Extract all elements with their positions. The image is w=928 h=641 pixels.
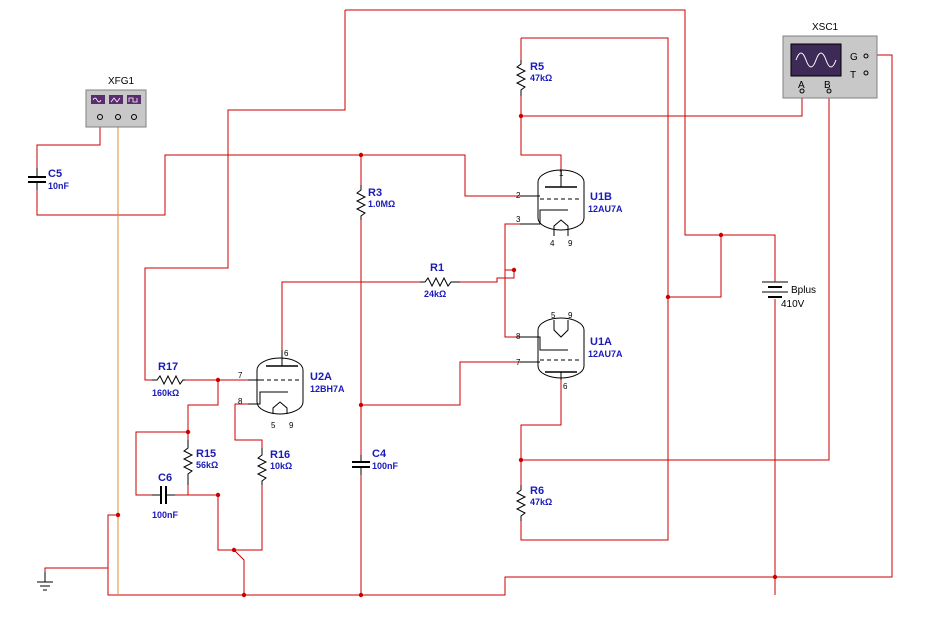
scope-terminal-a: A (798, 80, 805, 91)
u1a-pin-6: 6 (563, 382, 568, 391)
wire-u1a-cathode (520, 380, 562, 485)
junction-dots (115, 113, 778, 598)
bplus-ref: Bplus (791, 285, 816, 296)
battery-bplus[interactable]: Bplus 410V (762, 275, 816, 310)
c4-value: 100nF (372, 461, 399, 471)
wire-r1-right (460, 270, 515, 283)
resistor-r5[interactable]: R5 47kΩ (515, 60, 552, 96)
wire-net (36, 9, 893, 596)
wire-u1a-plate (504, 269, 520, 338)
capacitor-c5[interactable]: C5 10nF (28, 168, 70, 191)
c5-value: 10nF (48, 181, 70, 191)
c4-ref: C4 (372, 448, 387, 460)
c6-ref: C6 (158, 472, 172, 484)
r3-value: 1.0MΩ (368, 199, 395, 209)
r15-value: 56kΩ (196, 460, 218, 470)
u1a-pin-7: 7 (516, 358, 521, 367)
wire-grid-r15 (187, 380, 219, 440)
u1a-ref: U1A (590, 336, 612, 348)
resistor-r3[interactable]: R3 1.0MΩ (355, 185, 395, 220)
r1-value: 24kΩ (424, 289, 446, 299)
sine-wave-button-icon (91, 95, 105, 104)
wire-scope-a (521, 90, 803, 117)
square-wave-button-icon (127, 95, 141, 104)
u1a-pin-5: 5 (551, 311, 556, 320)
wire-r16-bottom (217, 485, 263, 551)
u2a-pin-5: 5 (271, 421, 276, 430)
r6-value: 47kΩ (530, 497, 552, 507)
r5-ref: R5 (530, 61, 544, 73)
u1b-pin-2: 2 (516, 191, 521, 200)
wire-u1b-cathode (504, 223, 520, 271)
r6-ref: R6 (530, 485, 544, 497)
r16-ref: R16 (270, 449, 290, 461)
u2a-pin-7: 7 (238, 371, 243, 380)
u2a-value: 12BH7A (310, 384, 345, 394)
wire-scope-b (521, 90, 830, 461)
capacitor-c6[interactable]: C6 100nF (152, 472, 179, 520)
u1b-pin-3: 3 (516, 215, 521, 224)
xsc1-label: XSC1 (812, 22, 839, 33)
wire-ground-rail (107, 54, 893, 596)
function-generator-xfg1[interactable]: XFG1 (85, 76, 147, 128)
u2a-pin-8: 8 (238, 397, 243, 406)
tube-u2a[interactable]: 6 7 8 5 9 U2A 12BH7A (238, 349, 345, 430)
u2a-ref: U2A (310, 371, 332, 383)
u1a-pin-9: 9 (568, 311, 573, 320)
bplus-value: 410V (781, 299, 805, 310)
r15-ref: R15 (196, 448, 216, 460)
wire-u1a-grid (361, 361, 520, 406)
r16-value: 10kΩ (270, 461, 292, 471)
wire-feedback-r17 (144, 10, 346, 381)
resistor-r17[interactable]: R17 160kΩ (152, 361, 185, 398)
wire-xfg-c5 (36, 125, 101, 168)
r17-ref: R17 (158, 361, 178, 373)
scope-terminal-t: T (850, 70, 856, 81)
resistor-r16[interactable]: R16 10kΩ (256, 448, 292, 485)
u2a-pin-6: 6 (284, 349, 289, 358)
u1a-pin-8: 8 (516, 332, 521, 341)
wire-u1b-plate (520, 96, 562, 170)
r1-ref: R1 (430, 262, 444, 274)
r5-value: 47kΩ (530, 73, 552, 83)
u1b-pin-9: 9 (568, 239, 573, 248)
wire-r1-u2a-plate (281, 281, 420, 350)
c6-value: 100nF (152, 510, 179, 520)
r3-ref: R3 (368, 187, 382, 199)
u1b-ref: U1B (590, 191, 612, 203)
scope-terminal-g: G (850, 52, 858, 63)
r17-value: 160kΩ (152, 388, 179, 398)
tube-u1b[interactable]: 1 2 3 4 9 U1B 12AU7A (516, 169, 623, 248)
u1a-value: 12AU7A (588, 349, 623, 359)
triangle-wave-button-icon (109, 95, 123, 104)
wire-top-supply (345, 9, 776, 275)
capacitor-c4[interactable]: C4 100nF (352, 448, 399, 475)
resistor-r6[interactable]: R6 47kΩ (515, 485, 552, 521)
xfg1-label: XFG1 (108, 76, 135, 87)
oscilloscope-xsc1[interactable]: XSC1 A B G T (782, 22, 878, 99)
wire-u2a-cathode (234, 403, 263, 448)
u1b-value: 12AU7A (588, 204, 623, 214)
u2a-pin-9: 9 (289, 421, 294, 430)
wire-cathode-ground (233, 549, 245, 595)
ground-symbol-icon (37, 567, 108, 591)
resistor-r15[interactable]: R15 56kΩ (182, 440, 218, 485)
u1b-pin-4: 4 (550, 239, 555, 248)
wire-r6-supply (520, 297, 669, 541)
tube-u1a[interactable]: 5 9 8 7 6 U1A 12AU7A (516, 311, 623, 391)
u1b-pin-1: 1 (559, 169, 564, 178)
wire-c6-left (135, 431, 188, 496)
wire-c5-grid (36, 154, 520, 216)
resistor-r1[interactable]: R1 24kΩ (420, 262, 460, 299)
scope-terminal-b: B (824, 80, 831, 91)
c5-ref: C5 (48, 168, 62, 180)
